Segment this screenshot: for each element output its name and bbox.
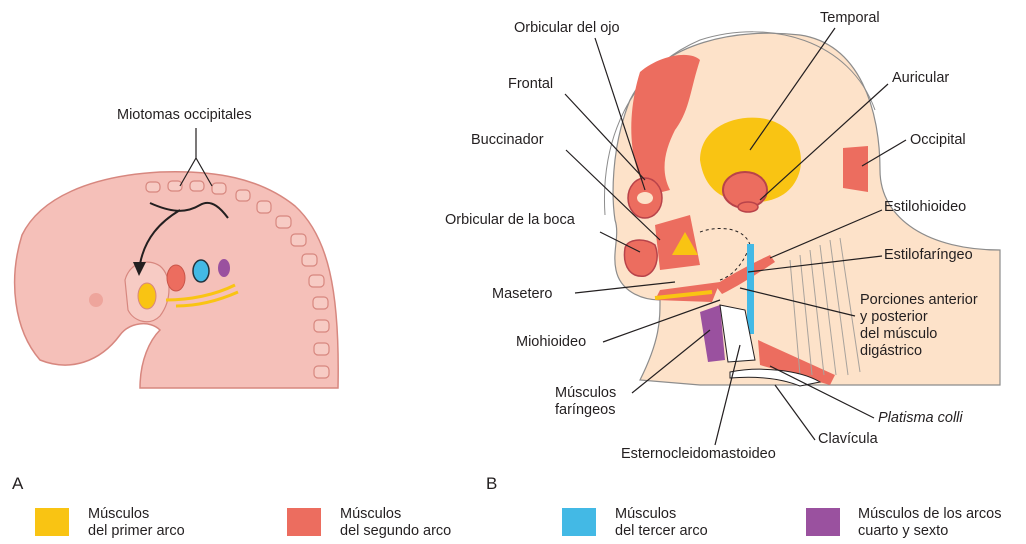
panel-letter-a: A xyxy=(12,474,23,494)
label-frontal: Frontal xyxy=(508,76,553,93)
arch-2 xyxy=(167,265,185,291)
label-miohioideo: Miohioideo xyxy=(516,334,586,351)
label-estilohioideo: Estilohioideo xyxy=(884,199,966,216)
panel-letter-b: B xyxy=(486,474,497,494)
legend-label-second-arch: Músculos del segundo arco xyxy=(340,506,451,540)
label-masetero: Masetero xyxy=(492,286,552,303)
legend-swatch-fourth-sixth-arch xyxy=(806,508,840,536)
embryo-eye xyxy=(89,293,103,307)
arch-3 xyxy=(193,260,209,282)
legend-swatch-third-arch xyxy=(562,508,596,536)
label-orbicular-ojo: Orbicular del ojo xyxy=(514,20,620,37)
label-auricular: Auricular xyxy=(892,70,949,87)
label-digastrico: Porciones anterior y posterior del múscu… xyxy=(860,292,978,360)
arch-1 xyxy=(138,283,156,309)
legend-swatch-second-arch xyxy=(287,508,321,536)
legend-label-third-arch: Músculos del tercer arco xyxy=(615,506,708,540)
label-platisma-colli: Platisma colli xyxy=(878,410,963,427)
muscle-orbicular-boca xyxy=(624,240,657,276)
muscle-estilofaringeo xyxy=(747,244,754,334)
legend-label-fourth-sixth-arch: Músculos de los arcos cuarto y sexto xyxy=(858,506,1001,540)
label-esternocleidomastoideo: Esternocleidomastoideo xyxy=(621,446,776,463)
legend-label-first-arch: Músculos del primer arco xyxy=(88,506,185,540)
label-occipital: Occipital xyxy=(910,132,966,149)
muscle-occipital xyxy=(843,146,868,192)
arch-4 xyxy=(218,259,230,277)
embryo-figure xyxy=(15,128,339,388)
label-faringeos: Músculos faríngeos xyxy=(555,385,616,419)
label-temporal: Temporal xyxy=(820,10,880,27)
label-orbicular-boca: Orbicular de la boca xyxy=(445,212,575,229)
legend-swatch-first-arch xyxy=(35,508,69,536)
label-estilofaringeo: Estilofaríngeo xyxy=(884,247,973,264)
label-miotomas-occipitales: Miotomas occipitales xyxy=(117,107,252,124)
label-clavicula: Clavícula xyxy=(818,431,878,448)
label-buccinador: Buccinador xyxy=(471,132,544,149)
